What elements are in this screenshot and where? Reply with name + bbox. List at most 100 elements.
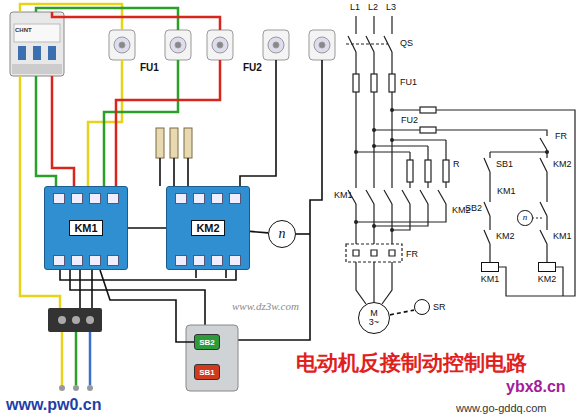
fuse-holder [217,42,223,48]
schematic [371,74,377,92]
schematic [532,217,543,218]
circuit-breaker [10,12,64,76]
black-wire [238,60,322,340]
coil-label: KM1 [481,274,500,284]
button-label: SB2 [465,204,482,214]
wire [250,231,268,232]
coil-symbol: KM2 [538,262,557,284]
fuse-label: FU2 [243,62,262,73]
junction-dot [372,128,376,132]
fuse-holder [114,37,130,53]
junction-dot [372,224,376,228]
schematic [348,190,392,204]
terminal-screw [89,255,101,266]
schematic [353,250,395,256]
schematic [407,160,413,182]
schematic [356,16,392,34]
schematic [356,204,446,230]
coil-symbol: KM1 [481,262,500,284]
cable-end [73,385,79,391]
fuse-holder [273,42,279,48]
fuse-holder [212,37,228,53]
shaft-link [390,310,414,315]
schematic [353,74,359,92]
colored-wire [116,60,220,186]
fuse-holder [268,37,284,53]
relay-circle [414,299,430,315]
contactor: KM1 [44,186,128,270]
button-label: SB1 [199,368,215,377]
thermal-relay [48,308,102,332]
cable-end [59,385,65,391]
terminal-screw [211,193,223,204]
coil-rect [538,262,556,272]
schematic [484,152,490,262]
circuit-breaker [48,46,56,60]
thermal-relay [58,316,66,324]
wire [100,270,194,342]
junction-dot [390,108,394,112]
watermark: www.go-gddq.com [456,402,547,414]
speed-relay: n [268,220,296,248]
circuit-breaker [12,64,62,74]
colored-wire [52,76,74,186]
thermal-relay [48,308,102,332]
resistor [156,128,164,158]
schematic [356,52,392,74]
fuse-holder [119,42,125,48]
terminal-screw [193,255,205,266]
relay-contact-label: FR [555,132,567,142]
phase-label: L1 [350,3,360,13]
resistor [156,128,192,158]
schematic [374,110,575,296]
phase-label: L3 [386,3,396,13]
fuse-label: FU2 [401,116,418,126]
circuit-breaker [10,12,64,76]
contactor-label: KM1 [69,220,102,236]
schematic [389,74,395,92]
schematic [348,36,392,52]
contact-label: KM1 [553,232,572,242]
terminal-screw [229,255,241,266]
relay-label: SR [433,302,446,312]
relay-label: n [523,213,528,222]
black-wire [60,60,322,340]
black-wire [80,270,92,308]
schematic [402,190,446,204]
contactor-label: KM2 [191,220,224,236]
watermark: www.dz3w.com [232,300,299,312]
contact-label: KM2 [496,232,515,242]
cable-end [59,332,93,391]
cable-end [87,385,93,391]
switch-label: QS [400,39,413,49]
junction-dot [390,138,394,142]
schematic [420,127,436,133]
coil-rect [481,262,499,272]
button-label: SB2 [199,338,215,347]
terminal-screw [211,255,223,266]
phase-label: L2 [368,3,378,13]
contact-label: KM1 [334,191,353,201]
fuse-holder [109,30,135,60]
motor-symbol: M 3~ [358,302,390,334]
terminal-screw [107,193,119,204]
fuse-label: FU1 [400,78,417,88]
button-label: SB1 [496,160,513,170]
terminal-screw [71,255,83,266]
button-station [186,325,238,391]
terminal-screw [107,255,119,266]
thermal-relay [72,316,80,324]
schematic [346,16,575,304]
fuse-holder [319,42,325,48]
fuse-holder [309,30,335,60]
schematic [420,107,436,113]
fuse-holder [165,30,191,60]
relay-label: FR [406,250,418,260]
black-wire [60,270,236,280]
fuse-holder [314,37,330,53]
schematic [410,140,446,160]
junction-dot [545,150,549,154]
speed-relay-contact: n [517,210,532,225]
junction-dot [390,228,394,232]
junction-dot [372,144,376,148]
